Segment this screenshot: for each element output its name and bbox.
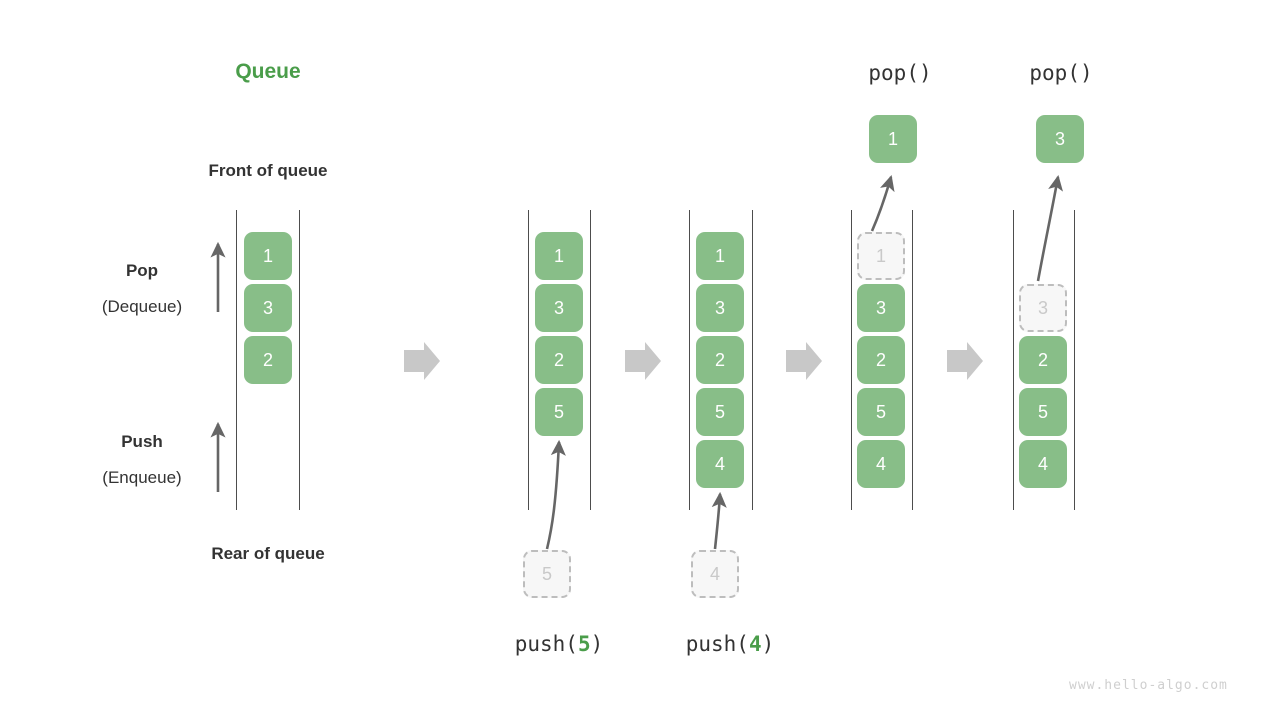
pop-1-arrow-icon: [870, 175, 895, 232]
outgoing-ghost-cell: 1: [857, 232, 905, 280]
queue-cell: 5: [696, 388, 744, 436]
push-4-arrow-icon: [711, 491, 727, 550]
incoming-ghost-cell: 4: [691, 550, 739, 598]
queue-cell: 3: [535, 284, 583, 332]
caption-prefix: push(: [685, 632, 749, 656]
queue-cell: 2: [696, 336, 744, 384]
incoming-ghost-cell: 5: [523, 550, 571, 598]
queue-rail-left-stage-2: [528, 210, 529, 510]
queue-cell: 2: [1019, 336, 1067, 384]
queue-cell: 1: [244, 232, 292, 280]
queue-cell: 3: [857, 284, 905, 332]
push-sublabel: (Enqueue): [102, 468, 182, 487]
queue-cell: 4: [1019, 440, 1067, 488]
queue-cell: 1: [696, 232, 744, 280]
stage-caption-push-5: push(5): [479, 632, 639, 656]
popped-cell: 1: [869, 115, 917, 163]
push-5-arrow-icon: [545, 439, 566, 550]
queue-rail-left-stage-1: [236, 210, 237, 510]
watermark: www.hello-algo.com: [1069, 678, 1228, 693]
pop-sublabel: (Dequeue): [101, 297, 183, 316]
queue-rail-left-stage-4: [851, 210, 852, 510]
transition-arrow-icon: [404, 342, 440, 380]
queue-cell-new: 4: [696, 440, 744, 488]
queue-rail-left-stage-3: [689, 210, 690, 510]
queue-cell: 2: [244, 336, 292, 384]
popped-cell: 3: [1036, 115, 1084, 163]
queue-cell: 3: [244, 284, 292, 332]
outgoing-ghost-cell: 3: [1019, 284, 1067, 332]
transition-arrow-icon: [786, 342, 822, 380]
caption-prefix: push(: [514, 632, 578, 656]
push-label: Push: [121, 432, 163, 451]
queue-cell: 2: [535, 336, 583, 384]
queue-cell: 1: [535, 232, 583, 280]
queue-rail-left-stage-5: [1013, 210, 1014, 510]
pop-3-arrow-icon: [1036, 174, 1063, 282]
rear-of-queue-label: Rear of queue: [211, 544, 325, 563]
stage-caption-pop-3: pop(): [1029, 61, 1093, 85]
queue-rail-right-stage-4: [912, 210, 913, 510]
pop-label: Pop: [125, 261, 159, 280]
queue-cell: 2: [857, 336, 905, 384]
queue-rail-right-stage-5: [1074, 210, 1075, 510]
caption-suffix: ): [590, 632, 604, 656]
queue-rail-right-stage-3: [752, 210, 753, 510]
queue-cell: 5: [1019, 388, 1067, 436]
stage-caption-pop-1: pop(): [868, 61, 932, 85]
transition-arrow-icon: [947, 342, 983, 380]
stage-caption-push-4: push(4): [650, 632, 810, 656]
page-title: Queue: [235, 60, 301, 83]
queue-rail-right-stage-1: [299, 210, 300, 510]
caption-suffix: ): [761, 632, 775, 656]
queue-cell-new: 5: [535, 388, 583, 436]
caption-value: 5: [577, 632, 591, 656]
front-of-queue-label: Front of queue: [208, 161, 328, 180]
queue-cell: 5: [857, 388, 905, 436]
queue-cell: 4: [857, 440, 905, 488]
transition-arrow-icon: [625, 342, 661, 380]
caption-value: 4: [748, 632, 762, 656]
queue-rail-right-stage-2: [590, 210, 591, 510]
queue-cell: 3: [696, 284, 744, 332]
